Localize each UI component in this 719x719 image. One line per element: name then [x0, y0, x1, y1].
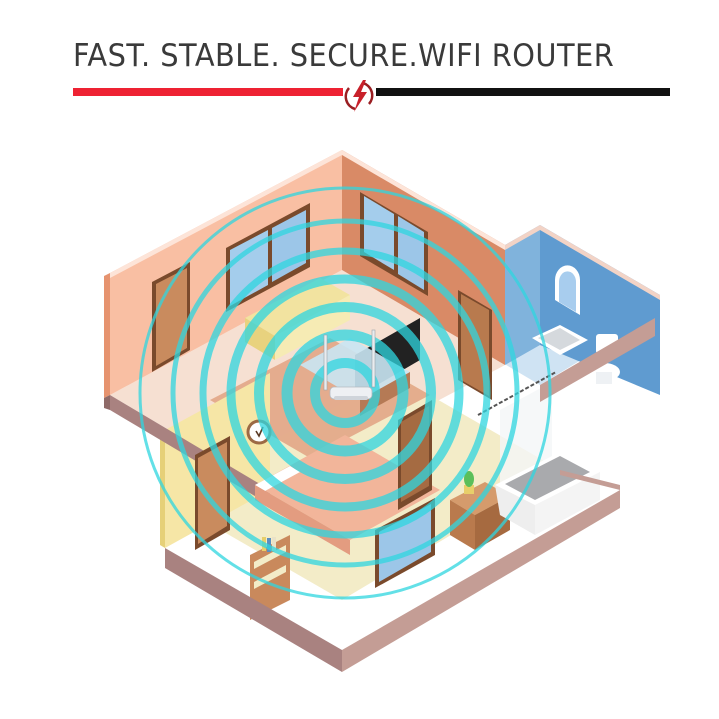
- router-antenna-right: [371, 329, 376, 388]
- router-antenna-left: [323, 334, 328, 391]
- wifi-signal-rings: [138, 186, 552, 600]
- cactus: [464, 471, 474, 487]
- house-illustration: [104, 150, 660, 672]
- divider-black-bar: [376, 88, 670, 96]
- divider-red-bar: [73, 88, 343, 96]
- bathroom-mirror: [559, 271, 576, 312]
- bedroom-door: [198, 442, 227, 544]
- wifi-router: [323, 329, 376, 400]
- bathroom-ledge: [540, 318, 655, 402]
- lightning-bolt-icon: [344, 80, 374, 112]
- bedroom-window: [379, 504, 431, 582]
- headline: FAST. STABLE. SECURE.WIFI ROUTER: [73, 38, 615, 74]
- header-banner: FAST. STABLE. SECURE.WIFI ROUTER: [0, 0, 719, 130]
